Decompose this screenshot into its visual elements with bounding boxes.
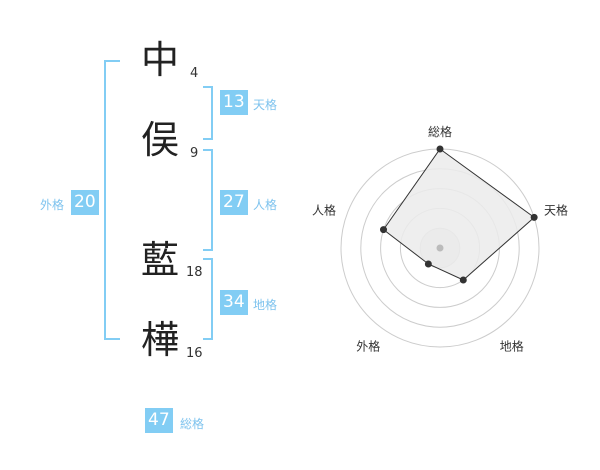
jinkaku-label: 人格 xyxy=(253,198,278,212)
radar-point-1 xyxy=(530,213,538,221)
radar-point-4 xyxy=(380,226,388,234)
soukaku-label: 総格 xyxy=(180,417,205,431)
char-4: 樺 xyxy=(140,318,179,362)
tenkaku-value: 13 xyxy=(220,90,248,115)
gaikaku-value: 20 xyxy=(71,190,99,215)
jinkaku-bracket xyxy=(203,149,213,251)
chikaku-label: 地格 xyxy=(253,298,278,312)
char-3: 藍 xyxy=(140,238,179,282)
radar-axis-label-4: 人格 xyxy=(312,202,336,217)
stroke-count-1: 4 xyxy=(190,66,199,81)
soukaku-value: 47 xyxy=(145,408,173,433)
radar-center-dot xyxy=(436,244,444,252)
radar-axis-label-3: 外格 xyxy=(356,339,380,354)
char-1: 中 xyxy=(140,38,179,82)
stroke-count-3: 18 xyxy=(186,265,203,280)
radar-axis-label-0: 総格 xyxy=(428,124,452,139)
radar-polygon xyxy=(382,148,535,281)
radar-axis-label-1: 天格 xyxy=(544,202,568,217)
jinkaku-value: 27 xyxy=(220,190,248,215)
gaikaku-label: 外格 xyxy=(40,198,65,212)
chikaku-value: 34 xyxy=(220,290,248,315)
chikaku-bracket xyxy=(203,258,213,340)
char-2: 俣 xyxy=(140,118,179,162)
radar-axis-label-2: 地格 xyxy=(500,339,524,354)
tenkaku-bracket xyxy=(203,86,213,140)
radar-point-2 xyxy=(459,276,467,284)
radar-dots xyxy=(380,145,538,284)
tenkaku-label: 天格 xyxy=(253,98,278,112)
radar-point-0 xyxy=(436,145,444,153)
radar-point-3 xyxy=(424,260,432,268)
gaikaku-bracket xyxy=(104,60,120,340)
stroke-count-4: 16 xyxy=(186,346,203,361)
stroke-count-2: 9 xyxy=(190,146,199,161)
